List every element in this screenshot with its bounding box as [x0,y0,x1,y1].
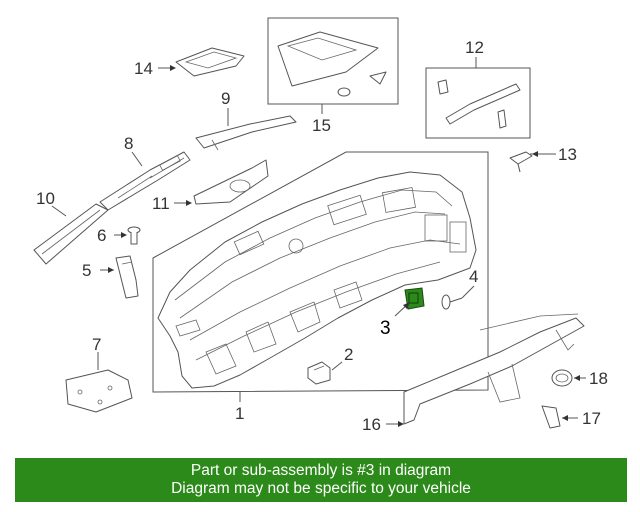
info-banner: Part or sub-assembly is #3 in diagram Di… [15,458,627,502]
callout-10: 10 [36,189,55,208]
callout-16: 16 [362,415,381,434]
callout-6: 6 [97,226,106,245]
part-18-clamp[interactable] [551,369,573,387]
callout-4: 4 [469,267,478,286]
callout-1: 1 [235,404,244,423]
banner-line-1: Part or sub-assembly is #3 in diagram [190,462,452,479]
part-15-kit[interactable] [267,17,399,105]
callout-12: 12 [465,38,484,57]
callout-17: 17 [582,409,601,428]
callout-14: 14 [134,59,153,78]
banner-line-2: Diagram may not be specific to your vehi… [171,480,471,497]
part-7-plate[interactable] [65,369,133,413]
part-17-bracket[interactable] [541,405,561,429]
callout-18: 18 [589,369,608,388]
callout-7: 7 [92,335,101,354]
part-4-bolt[interactable] [441,294,463,310]
part-16-cross-beam[interactable] [403,313,585,425]
part-9-trim-strip[interactable] [195,115,297,151]
part-2-clip[interactable] [307,361,331,385]
part-14-tray[interactable] [175,47,245,77]
callout-15: 15 [312,116,331,135]
part-11-speaker-trim[interactable] [193,159,269,205]
part-5-bracket[interactable] [115,255,139,299]
callout-13: 13 [558,145,577,164]
callout-9: 9 [221,89,230,108]
part-12-kit[interactable] [425,67,531,139]
part-6-bolt[interactable] [127,226,141,245]
part-3-bracket[interactable] [404,287,425,310]
instrument-panel-assembly[interactable] [152,151,489,393]
callout-3: 3 [380,318,391,339]
part-10-trim[interactable] [33,203,109,265]
callout-2: 2 [344,345,353,364]
callout-11: 11 [152,194,170,213]
callout-5: 5 [82,261,91,280]
callout-8: 8 [124,134,133,153]
part-13-clip[interactable] [509,151,533,173]
part-8-vent-strip[interactable] [99,151,191,211]
instrument-panel-frame [152,151,489,393]
